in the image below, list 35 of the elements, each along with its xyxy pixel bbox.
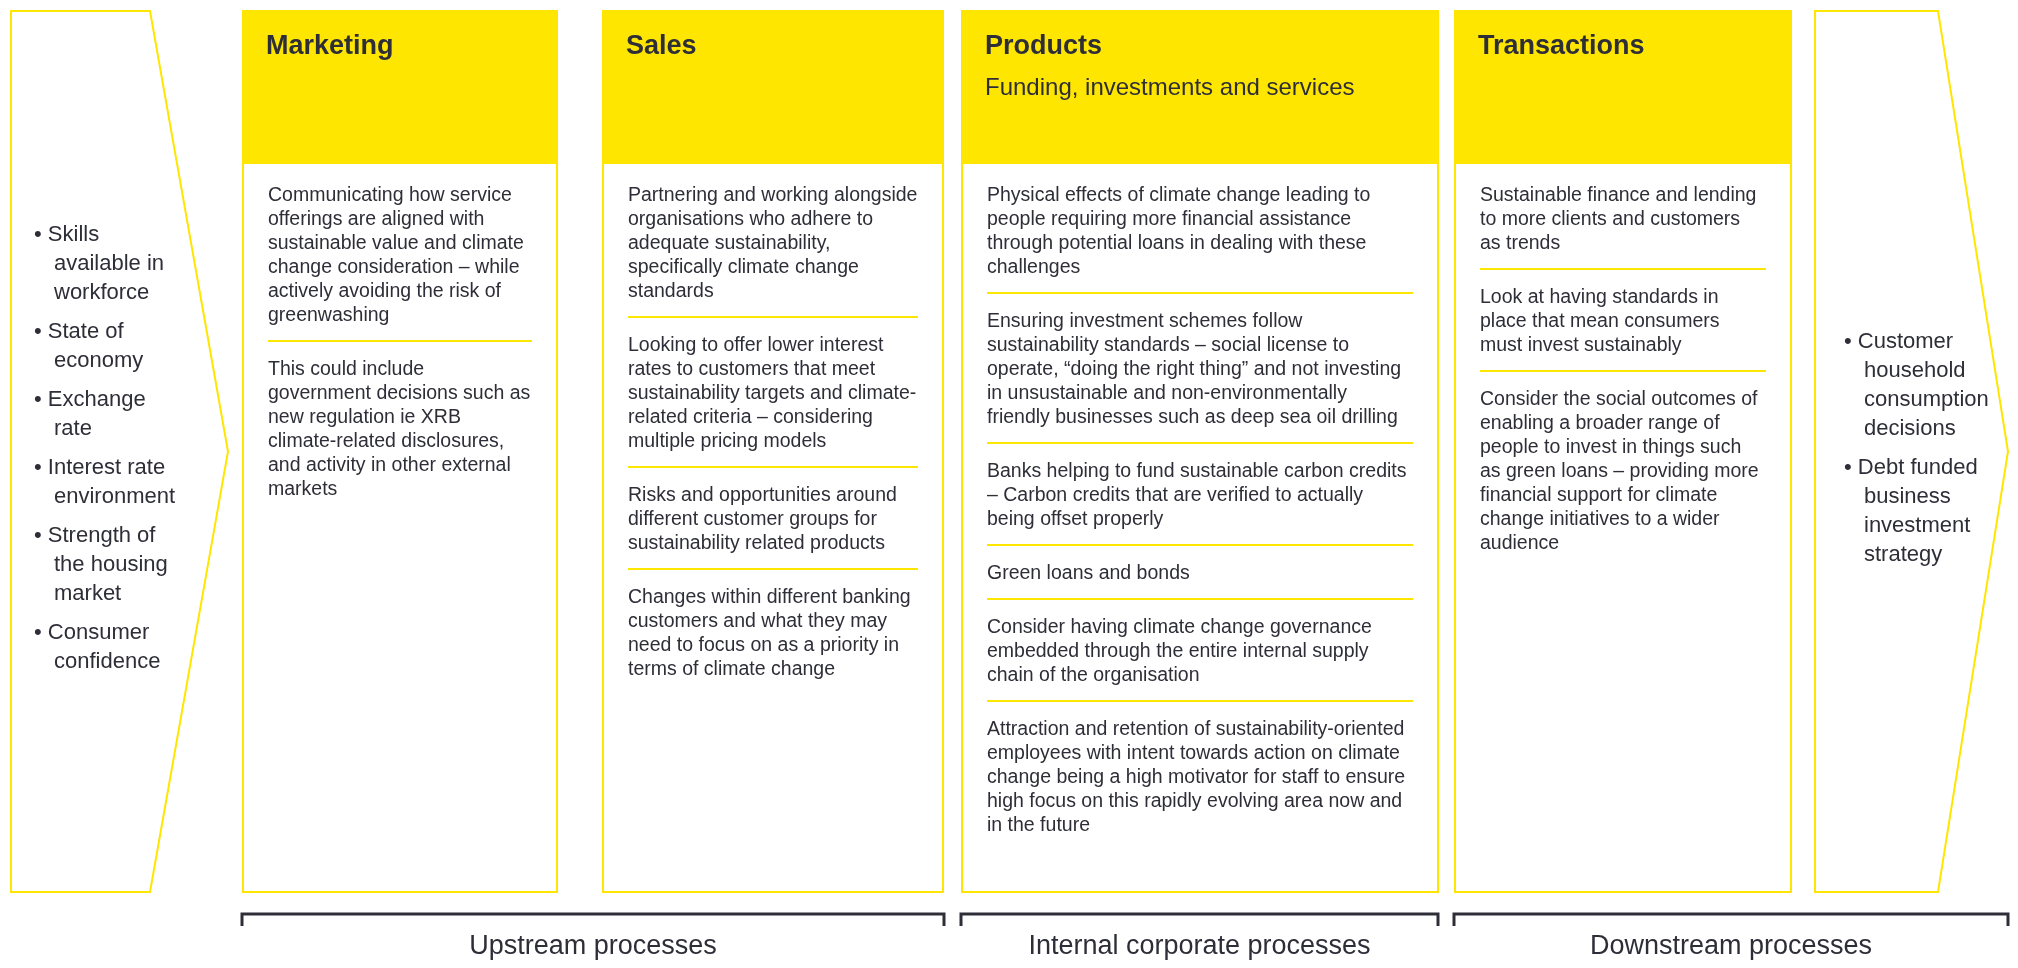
group-label: Internal corporate processes [1028, 930, 1371, 961]
bullet-item: • Customer household consumption decisions [1844, 327, 1990, 442]
column-text: Partnering and working alongside organisations who adhere to adequate sustainability, specifically climate change standards [628, 182, 918, 302]
column-text: Green loans and bonds [987, 560, 1191, 584]
bullet-item: • Debt funded business investment strategy [1844, 453, 1979, 568]
column-text: Changes within different banking customers and what they may need to focus on as a priority in terms of climate change [628, 584, 912, 680]
column-heading: Marketing [266, 30, 394, 61]
column-text: Ensuring investment schemes follow sustainability standards – social license to operate, “doing the right thing” and not investing in unsustainable and non-environmentally friendly businesses such as deep sea oil drilling [987, 308, 1403, 428]
bullet-item: • Interest rate environment [34, 453, 174, 510]
column-card [602, 10, 944, 893]
column-card [961, 10, 1439, 893]
column-text: This could include government decisions such as new regulation ie XRB climate-related disclosures, and activity in other external markets [268, 356, 532, 500]
column-heading: Transactions [1478, 30, 1645, 61]
column-card [242, 10, 558, 893]
column-text: Attraction and retention of sustainability-oriented employees with intent towards action on climate change being a high motivator for staff to ensure high focus on this rapidly evolving area now and in the future [987, 716, 1407, 836]
column-text: Consider the social outcomes of enabling a broader range of people to invest in things such as green loans – providing more financial support for climate change initiatives to a wider audience [1480, 386, 1760, 554]
column-heading: Products [985, 30, 1103, 61]
bullet-item: • Consumer confidence [34, 618, 162, 675]
column-text: Banks helping to fund sustainable carbon credits – Carbon credits that are verified to actually being offset properly [987, 458, 1408, 530]
group-label: Upstream processes [469, 930, 717, 961]
column-heading: Sales [626, 30, 697, 61]
bullet-item: • State of economy [34, 317, 145, 374]
bullet-item: • Skills available in workforce [34, 220, 166, 306]
column-text: Risks and opportunities around different customer groups for sustainability related products [628, 482, 898, 554]
column-subheading: Funding, investments and services [985, 73, 1355, 101]
bullet-item: • Exchange rate [34, 385, 147, 442]
column-text: Communicating how service offerings are aligned with sustainable value and climate change consideration – while actively avoiding the risk of greenwashing [268, 182, 525, 326]
column-text: Consider having climate change governance embedded through the entire internal supply chain of the organisation [987, 614, 1373, 686]
column-text: Look at having standards in place that mean consumers must invest sustainably [1480, 284, 1721, 356]
column-text: Physical effects of climate change leading to people requiring more financial assistance through potential loans in dealing with these challenges [987, 182, 1372, 278]
column-text: Looking to offer lower interest rates to customers that meet sustainability targets and climate-related criteria – considering multiple pricing models [628, 332, 918, 452]
bullet-item: • Strength of the housing market [34, 521, 169, 607]
column-text: Sustainable finance and lending to more clients and customers as trends [1480, 182, 1758, 254]
group-label: Downstream processes [1589, 930, 1873, 961]
column-card [1454, 10, 1792, 893]
